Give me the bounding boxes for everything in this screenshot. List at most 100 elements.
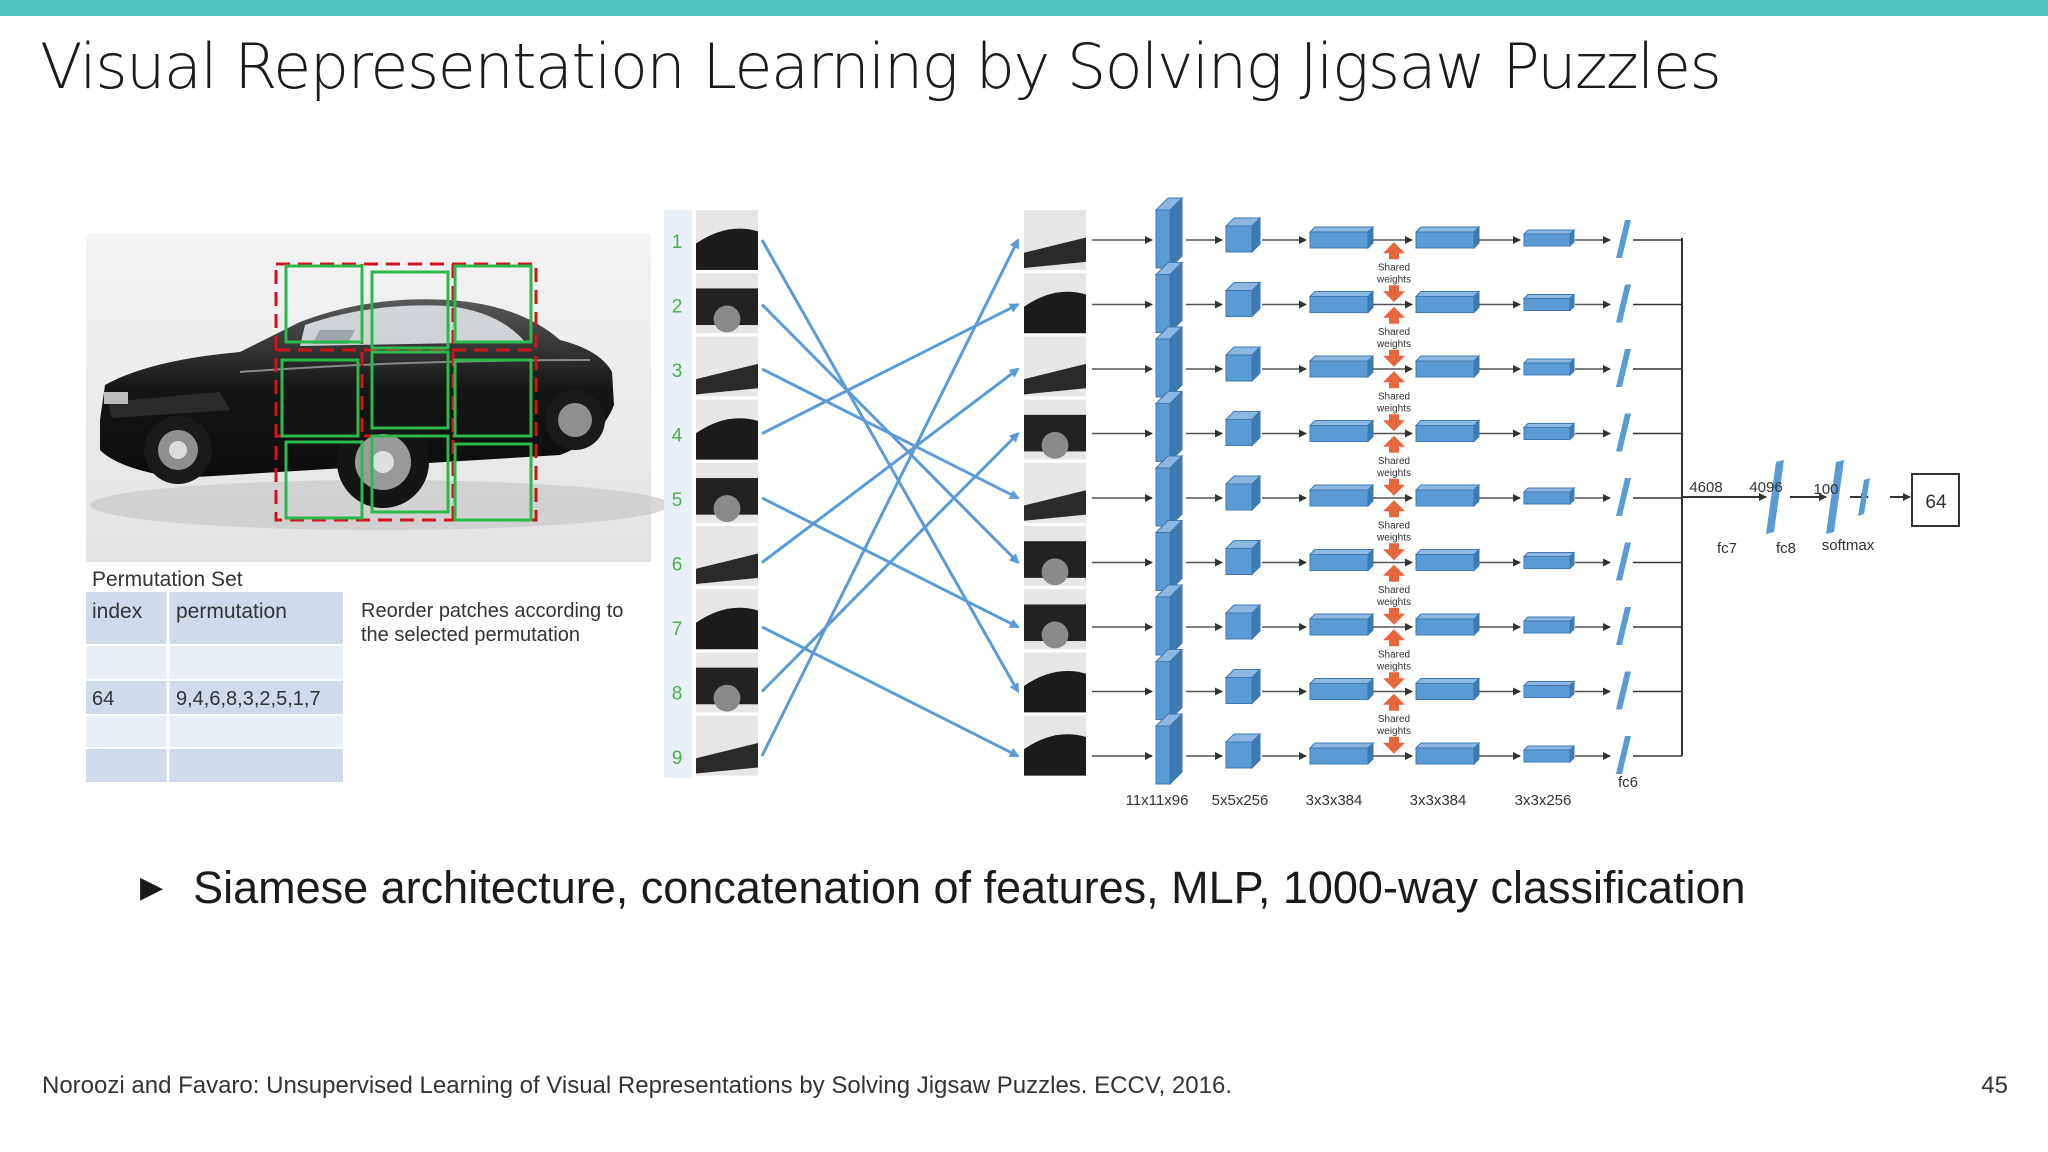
shared-weights-arrow-up: [1383, 693, 1405, 711]
patch-number: 3: [672, 361, 683, 382]
patch-car-shape: [696, 607, 758, 651]
page-number: 45: [1981, 1072, 2008, 1099]
conv2-block: [1224, 732, 1262, 770]
conv4-block: [1414, 290, 1481, 314]
shared-weights-text: Shared: [1378, 520, 1410, 531]
conv4-block: [1414, 612, 1481, 637]
fc-dim-100: 100: [1813, 481, 1838, 498]
patch-car-shape: [1024, 671, 1086, 714]
patch-number: 9: [672, 748, 683, 769]
top-accent-bar: [0, 0, 2048, 16]
siamese-network-rows: [1092, 196, 1682, 786]
conv3-block: [1308, 225, 1375, 250]
conv2-block: [1224, 668, 1262, 705]
patch-car-shape: [1024, 237, 1086, 268]
shuffle-arrow: [760, 239, 1020, 694]
layer-label-conv1: 11x11x96: [1126, 792, 1189, 809]
shared-weights-arrow-down: [1383, 736, 1405, 754]
reorder-note-line1: Reorder patches according to: [361, 600, 623, 622]
slide-title: Visual Representation Learning by Solvin…: [40, 30, 1722, 103]
shared-weights-arrow-up: [1383, 629, 1405, 647]
patch-car-shape: [696, 363, 758, 395]
shared-weights-labels: SharedweightsSharedweightsSharedweightsS…: [1376, 242, 1411, 754]
conv5-block: [1522, 422, 1576, 441]
conv1-block: [1154, 325, 1184, 399]
fc6-block: [1616, 671, 1631, 710]
conv4-block: [1414, 548, 1481, 572]
patch-car-shape: [696, 228, 758, 271]
conv1-block: [1154, 519, 1184, 592]
layer-label-conv5: 3x3x256: [1515, 792, 1572, 809]
shared-weights-arrow-down: [1383, 285, 1405, 303]
shared-weights-text: weights: [1376, 403, 1411, 414]
patch-car-shape: [1024, 734, 1086, 777]
shared-weights-arrow-up: [1383, 564, 1405, 582]
patch-number: 1: [672, 232, 683, 253]
shared-weights-text: Shared: [1378, 714, 1410, 725]
conv5-block: [1522, 680, 1576, 699]
red-crop-grid: [274, 262, 538, 522]
patch-number: 5: [672, 490, 683, 511]
shared-weights-text: weights: [1376, 274, 1411, 285]
fc6-block: [1616, 736, 1631, 774]
patch-wheel-shape: [713, 495, 741, 522]
fc6-block: [1616, 413, 1631, 452]
conv3-block: [1308, 419, 1375, 443]
patch-number: 8: [672, 684, 683, 705]
conv1-block: [1154, 196, 1184, 270]
conv1-block: [1154, 648, 1184, 721]
conv2-block: [1224, 603, 1262, 641]
fc6-block: [1616, 284, 1631, 323]
patch-number: 4: [672, 426, 683, 447]
conv1-block: [1154, 390, 1184, 463]
patch-number: 7: [672, 619, 683, 640]
conv3-block: [1308, 483, 1375, 508]
conv4-block: [1414, 677, 1481, 701]
fc-head: 4608 4096 100 fc7 fc8 softmax 64: [1681, 238, 1960, 756]
fc-dim-4096: 4096: [1749, 479, 1782, 496]
layer-label-conv2: 5x5x256: [1212, 792, 1269, 809]
patch-car-shape: [696, 553, 758, 584]
bullet-point: ▶Siamese architecture, concatenation of …: [140, 862, 1746, 914]
fc6-block: [1616, 542, 1631, 581]
conv4-block: [1414, 354, 1481, 379]
patch-wheel-shape: [1041, 621, 1069, 649]
conv5-block: [1522, 228, 1576, 248]
shared-weights-arrow-up: [1383, 435, 1405, 453]
shared-weights-text: weights: [1376, 597, 1411, 608]
patch-car-shape: [696, 743, 758, 774]
shared-weights-text: Shared: [1378, 262, 1410, 273]
fc6-block: [1616, 220, 1631, 258]
conv2-block: [1224, 345, 1262, 383]
conv2-block: [1224, 281, 1262, 318]
conv3-block: [1308, 354, 1375, 379]
output-box: [1911, 473, 1960, 527]
shared-weights-arrow-up: [1383, 242, 1405, 260]
shared-weights-text: weights: [1376, 661, 1411, 672]
shuffle-arrow: [761, 496, 1020, 629]
fc6-block: [1616, 607, 1631, 645]
table-header-permutation: permutation: [176, 600, 287, 623]
shared-weights-text: weights: [1376, 468, 1411, 479]
shared-weights-arrow-down: [1383, 349, 1405, 367]
shared-weights-text: weights: [1376, 339, 1411, 350]
conv1-block: [1154, 261, 1184, 334]
conv4-block: [1414, 741, 1481, 766]
shared-weights-text: Shared: [1378, 456, 1410, 467]
patch-car-shape: [1024, 291, 1086, 335]
conv4-block: [1414, 419, 1481, 443]
conv3-block: [1308, 741, 1375, 766]
shared-weights-text: Shared: [1378, 391, 1410, 402]
shared-weights-arrow-up: [1383, 371, 1405, 389]
conv1-block: [1154, 454, 1184, 528]
fc6-label: fc6: [1618, 774, 1638, 791]
shared-weights-text: Shared: [1378, 649, 1410, 660]
softmax-label: softmax: [1822, 537, 1875, 554]
shared-weights-arrow-down: [1383, 607, 1405, 625]
shuffle-arrow: [760, 238, 1020, 757]
green-tile-grid: [280, 264, 533, 522]
patch-wheel-shape: [1041, 431, 1069, 459]
patch-number: 6: [672, 555, 683, 576]
fc-dim-4608: 4608: [1689, 479, 1722, 496]
